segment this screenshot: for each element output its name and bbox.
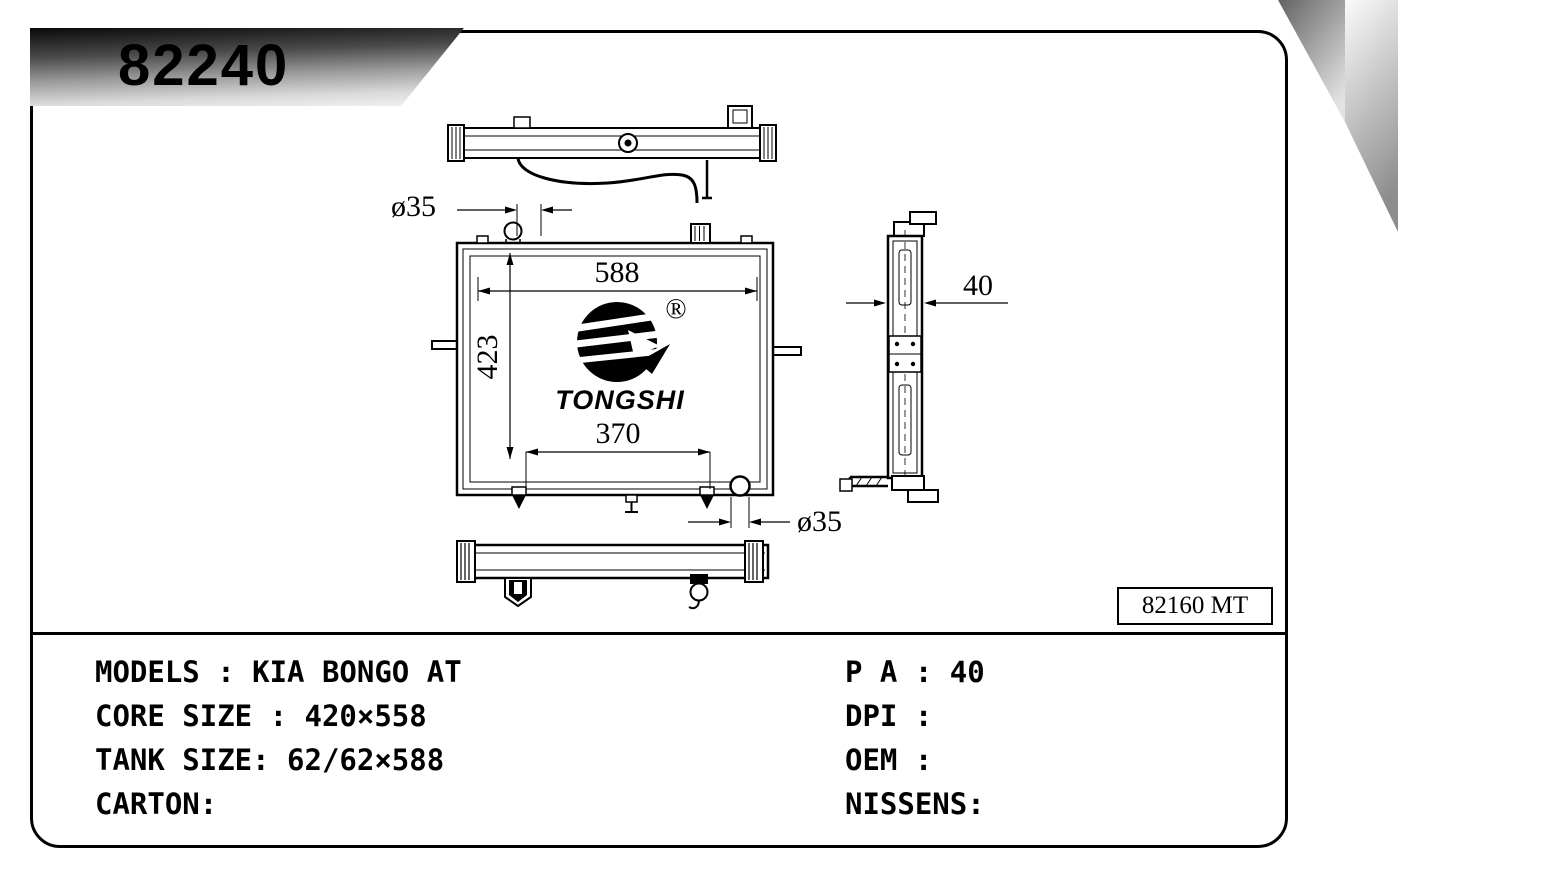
spec-tank-size: TANK SIZE: 62/62×588 [95, 743, 445, 777]
corner-fold-decoration [1278, 0, 1398, 232]
spec-models: MODELS : KIA BONGO AT [95, 655, 462, 689]
spec-carton: CARTON: [95, 787, 218, 821]
spec-oem: OEM : [845, 743, 933, 777]
ref-code: 82160 MT [1141, 592, 1249, 619]
corner-fold-inner [1278, 0, 1345, 122]
part-number-banner: 82240 [30, 28, 464, 106]
corner-fold-outer [1345, 0, 1398, 232]
spec-column-left: MODELS : KIA BONGO AT CORE SIZE : 420×55… [95, 650, 462, 826]
spec-column-right: P A : 40 DPI : OEM : NISSENS: [845, 650, 985, 826]
spec-core-size: CORE SIZE : 420×558 [95, 699, 427, 733]
part-number: 82240 [118, 33, 290, 98]
spec-pa: P A : 40 [845, 655, 985, 689]
ref-code-box: 82160 MT [1117, 587, 1273, 625]
spec-nissens: NISSENS: [845, 787, 985, 821]
spec-dpi: DPI : [845, 699, 933, 733]
frame-divider-line [33, 632, 1285, 635]
